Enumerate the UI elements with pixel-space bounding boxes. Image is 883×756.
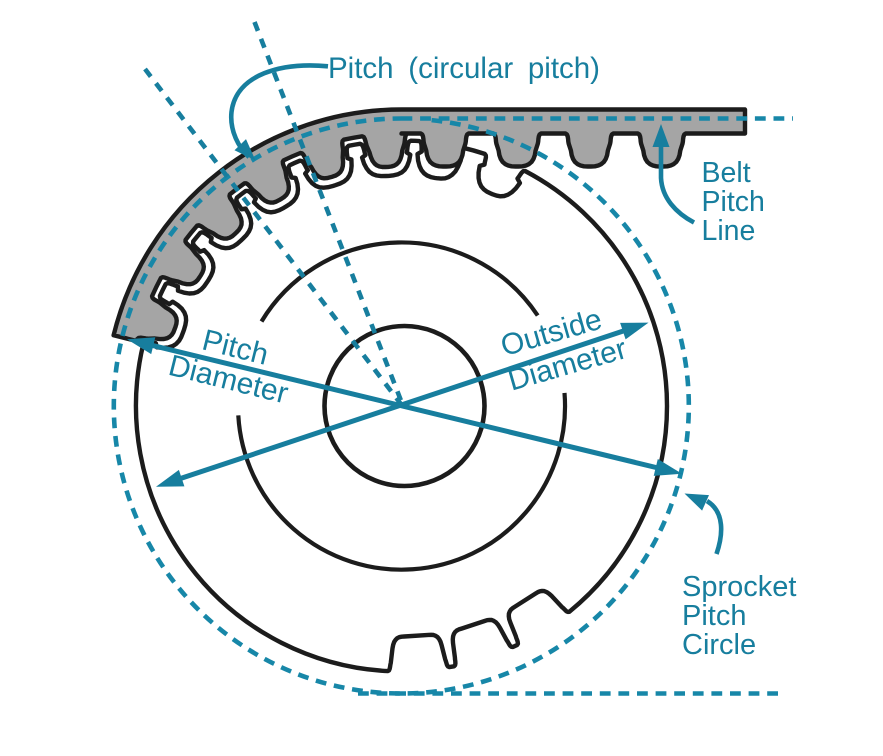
- svg-text:Line: Line: [702, 215, 756, 247]
- svg-text:Pitch: Pitch: [702, 186, 765, 218]
- svg-text:Sprocket: Sprocket: [682, 571, 796, 603]
- svg-text:Belt: Belt: [702, 157, 751, 189]
- svg-text:Pitch (circular pitch): Pitch (circular pitch): [328, 52, 600, 85]
- svg-text:Pitch: Pitch: [682, 600, 746, 632]
- svg-text:Circle: Circle: [682, 629, 756, 661]
